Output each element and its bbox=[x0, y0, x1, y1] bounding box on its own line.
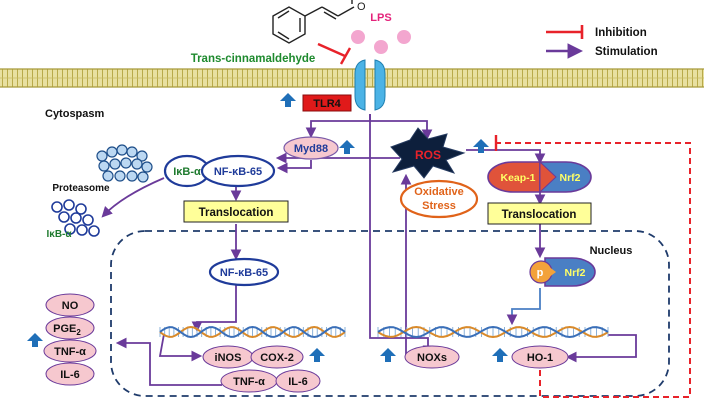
dna-right-icon bbox=[377, 325, 609, 339]
inhibition-ho1-ros bbox=[496, 142, 691, 398]
translocation-box-right: Translocation bbox=[487, 202, 592, 225]
nucleus-label: Nucleus bbox=[590, 245, 633, 257]
arrow-genes-cytokines bbox=[115, 337, 222, 386]
svg-text:HO-1: HO-1 bbox=[527, 352, 553, 364]
proteasome-label: Proteasome bbox=[52, 183, 110, 194]
cinnamaldehyde-structure bbox=[272, 0, 355, 44]
compound-label: Trans-cinnamaldehyde bbox=[191, 53, 316, 65]
arrow-nrf2-dna bbox=[506, 288, 541, 326]
svg-text:Stress: Stress bbox=[422, 200, 456, 212]
tlr4-receptor bbox=[354, 59, 386, 111]
p-nrf2-node: p Nrf2 bbox=[529, 257, 596, 287]
cell-membrane bbox=[0, 68, 704, 88]
arrow-myd88-nfkb bbox=[276, 160, 312, 174]
tlr4-box: TLR4 bbox=[302, 94, 352, 112]
svg-text:Myd88: Myd88 bbox=[294, 143, 328, 155]
tnfa-gene-label: TNF-α bbox=[233, 376, 265, 388]
translocation-box-left: Translocation bbox=[183, 200, 289, 223]
nrf2-label: Nrf2 bbox=[559, 172, 580, 184]
arrow-receptor-ros bbox=[370, 120, 433, 141]
svg-text:Translocation: Translocation bbox=[502, 209, 577, 221]
myd88-node: Myd88 bbox=[283, 136, 339, 160]
keap1-nrf2-complex: Keap-1 Nrf2 bbox=[487, 160, 592, 194]
svg-text:NF-κB-65: NF-κB-65 bbox=[220, 267, 268, 279]
svg-text:NOXs: NOXs bbox=[417, 352, 447, 364]
svg-text:Oxidative: Oxidative bbox=[414, 186, 464, 198]
ikb-degraded-label: IκB-α bbox=[46, 229, 72, 240]
up-arrow-icon bbox=[380, 348, 396, 362]
arrow-ros-keap1 bbox=[466, 149, 546, 165]
phospho-label: p bbox=[537, 267, 544, 279]
keap1-label: Keap-1 bbox=[500, 172, 535, 184]
arrow-nfkb-dna bbox=[191, 285, 237, 333]
up-arrow-icon bbox=[492, 348, 508, 362]
cytokine-stack: NO PGE2 TNF-α IL-6 bbox=[43, 293, 97, 386]
cytoplasm-label: Cytospasm bbox=[45, 108, 105, 120]
cytokine-il6: IL-6 bbox=[60, 369, 80, 381]
ikb-fragments-icon bbox=[51, 199, 100, 237]
cox2-label: COX-2 bbox=[260, 352, 294, 364]
nfkb-nuclear-node: NF-κB-65 bbox=[208, 257, 280, 287]
up-arrow-icon bbox=[309, 348, 325, 362]
up-arrow-icon bbox=[473, 139, 489, 153]
arrow-receptor-myd88 bbox=[305, 114, 371, 139]
svg-text:ROS: ROS bbox=[415, 148, 441, 162]
ros-node: ROS bbox=[390, 127, 466, 179]
up-arrow-icon bbox=[339, 140, 355, 154]
carbonyl-oxygen: O bbox=[357, 1, 366, 13]
il6-gene-label: IL-6 bbox=[288, 376, 308, 388]
cytokine-pge2: PGE2 bbox=[53, 323, 81, 337]
svg-text:Translocation: Translocation bbox=[199, 207, 274, 219]
ikb-label: IκB-α bbox=[173, 166, 201, 178]
svg-text:TLR4: TLR4 bbox=[313, 98, 341, 110]
dna-left-icon bbox=[159, 325, 346, 339]
nucleus-boundary bbox=[110, 230, 670, 397]
cytokine-no: NO bbox=[62, 300, 79, 312]
ho1-node: HO-1 bbox=[511, 345, 569, 369]
noxs-node: NOXs bbox=[404, 345, 460, 369]
up-arrow-icon bbox=[280, 93, 296, 107]
lps-particles bbox=[351, 30, 411, 54]
oxidative-stress-node: Oxidative Stress bbox=[399, 179, 479, 219]
cytokine-tnfa: TNF-α bbox=[54, 346, 86, 358]
up-arrow-icon bbox=[27, 333, 43, 347]
inhibition-cinnamaldehyde-lps bbox=[317, 42, 346, 58]
ikb-nfkb-complex: IκB-α NF-κB-65 bbox=[163, 154, 276, 188]
arrow-dna-genes bbox=[158, 333, 203, 362]
legend: Inhibition Stimulation bbox=[546, 25, 658, 59]
gene-cluster: iNOS COX-2 TNF-α IL-6 bbox=[202, 345, 321, 393]
inhibition-bar-lps bbox=[339, 47, 352, 65]
arrow-ikb-degraded bbox=[101, 177, 165, 218]
inos-label: iNOS bbox=[215, 352, 242, 364]
legend-stimulation: Stimulation bbox=[595, 46, 658, 58]
lps-label: LPS bbox=[370, 12, 391, 24]
nrf2-nuclear-label: Nrf2 bbox=[564, 267, 585, 279]
arrow-dna-ho1 bbox=[565, 334, 637, 363]
nfkb-label: NF-κB-65 bbox=[214, 166, 262, 178]
legend-inhibition: Inhibition bbox=[595, 27, 647, 39]
proteasome-icon bbox=[96, 144, 153, 183]
